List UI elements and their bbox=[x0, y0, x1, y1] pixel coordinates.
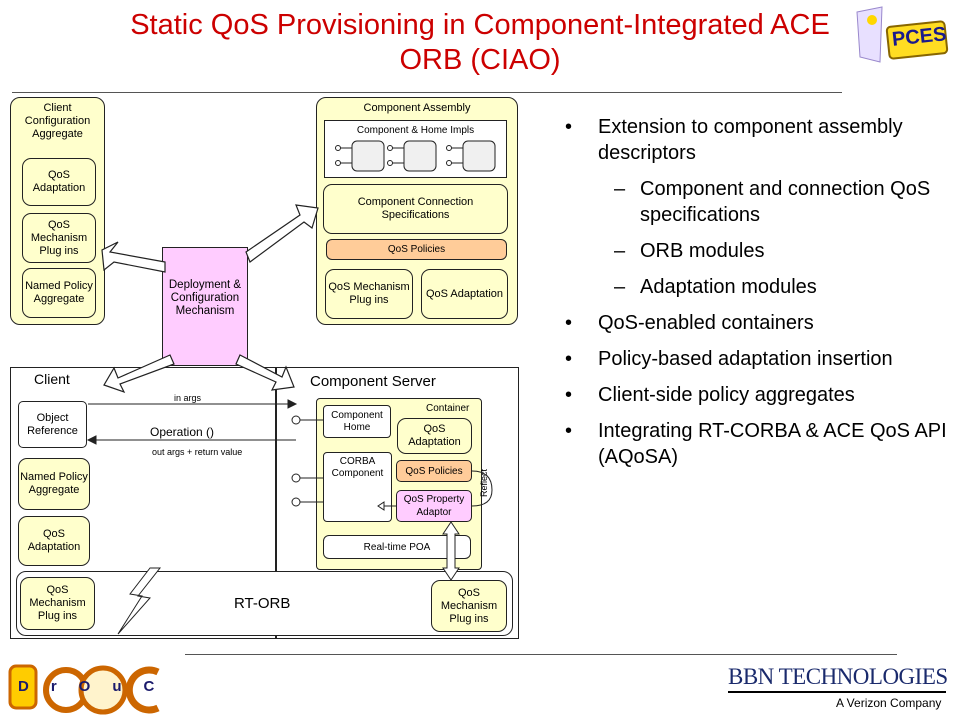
client-named-policy: Named Policy Aggregate bbox=[18, 458, 90, 510]
client-qos-mechanism: QoS Mechanism Plug ins bbox=[20, 577, 95, 630]
client-config-named-policy: Named Policy Aggregate bbox=[22, 268, 96, 318]
bullet-list: •Extension to component assembly descrip… bbox=[562, 114, 952, 480]
sub-bullet-text: Adaptation modules bbox=[640, 276, 817, 298]
slide-title: Static QoS Provisioning in Component-Int… bbox=[130, 9, 830, 76]
out-args-label: out args + return value bbox=[152, 447, 243, 457]
port-home bbox=[291, 415, 301, 425]
component-home-box: Component Home bbox=[323, 405, 391, 438]
verizon-tagline: A Verizon Company bbox=[836, 696, 942, 710]
sub-bullet-item: –Adaptation modules bbox=[614, 276, 817, 298]
client-qos-adaptation: QoS Adaptation bbox=[18, 516, 90, 566]
operation-label: Operation () bbox=[150, 425, 215, 439]
server-qos-adaptation: QoS Adaptation bbox=[397, 418, 472, 454]
real-time-poa-box: Real-time POA bbox=[323, 535, 471, 559]
in-args-label: in args bbox=[174, 393, 202, 403]
bullet-text: Policy-based adaptation insertion bbox=[598, 348, 893, 370]
sub-bullet-text: ORB modules bbox=[640, 240, 765, 262]
adaptor-mechanism-arrow bbox=[442, 521, 460, 581]
sub-bullet-item: –Component and connection QoS specificat… bbox=[614, 178, 931, 226]
arrow-to-component-server bbox=[235, 354, 295, 391]
doc-group-logo: DrOuC bbox=[8, 660, 188, 716]
server-qos-policies: QoS Policies bbox=[396, 460, 472, 482]
doc-logo-graphic bbox=[8, 664, 160, 715]
pces-logo-graphic bbox=[856, 6, 949, 63]
bullet-item: •QoS-enabled containers bbox=[565, 312, 814, 334]
bbn-logo: BBN TECHNOLOGIES bbox=[728, 664, 948, 689]
assembly-qos-adaptation: QoS Adaptation bbox=[421, 269, 508, 319]
port-component-1 bbox=[291, 473, 301, 483]
arrow-to-client-config bbox=[101, 241, 166, 273]
bullet-item: •Client-side policy aggregates bbox=[565, 384, 855, 406]
port-component-2 bbox=[291, 497, 301, 507]
bullet-text: Client-side policy aggregates bbox=[598, 384, 855, 406]
assembly-qos-mechanism: QoS Mechanism Plug ins bbox=[325, 269, 413, 319]
component-assembly-title: Component Assembly bbox=[363, 102, 471, 114]
assembly-qos-policies: QoS Policies bbox=[326, 239, 507, 260]
doc-logo-text: DrOuC bbox=[18, 678, 177, 695]
pces-logo: PCES bbox=[852, 2, 952, 72]
component-connection-specs: Component Connection Specifications bbox=[323, 184, 508, 234]
client-title: Client bbox=[34, 371, 70, 387]
sub-bullet-text: Component and connection QoS specificati… bbox=[640, 178, 931, 226]
footer-rule bbox=[185, 654, 897, 655]
bullet-text: Extension to component assembly descript… bbox=[598, 116, 903, 164]
object-reference-box: Object Reference bbox=[18, 401, 87, 448]
client-config-qos-adaptation: QoS Adaptation bbox=[22, 158, 96, 206]
sub-bullet-item: –ORB modules bbox=[614, 240, 765, 262]
qos-property-adaptor: QoS Property Adaptor bbox=[396, 490, 472, 522]
bullet-item: •Extension to component assembly descrip… bbox=[565, 116, 903, 164]
impl-component-3 bbox=[462, 140, 496, 172]
corba-component-box bbox=[323, 452, 392, 522]
client-config-qos-mechanism: QoS Mechanism Plug ins bbox=[22, 213, 96, 263]
server-qos-mechanism: QoS Mechanism Plug ins bbox=[431, 580, 507, 632]
client-config-title: Client Configuration Aggregate bbox=[24, 102, 91, 140]
arrow-to-component-assembly bbox=[245, 204, 319, 263]
component-home-impls-label: Component & Home Impls bbox=[356, 125, 475, 136]
deployment-mechanism-label: Deployment & Configuration Mechanism bbox=[168, 279, 242, 317]
bullet-text: Integrating RT-CORBA & ACE QoS API (AQoS… bbox=[598, 420, 947, 468]
impl-component-2 bbox=[403, 140, 437, 172]
bullet-item: •Integrating RT-CORBA & ACE QoS API (AQo… bbox=[565, 420, 947, 468]
deployment-mechanism bbox=[162, 247, 248, 366]
lightning-bolt bbox=[117, 567, 162, 635]
bullet-text: QoS-enabled containers bbox=[598, 312, 814, 334]
header-rule bbox=[12, 92, 842, 93]
rt-orb-band bbox=[16, 571, 513, 636]
container-label: Container bbox=[426, 403, 470, 414]
impl-component-1 bbox=[351, 140, 385, 172]
bullet-item: •Policy-based adaptation insertion bbox=[565, 348, 893, 370]
component-server-title: Component Server bbox=[310, 373, 436, 390]
bbn-underline bbox=[728, 691, 946, 693]
corba-component-label: CORBA Component bbox=[331, 456, 384, 479]
rt-orb-label: RT-ORB bbox=[234, 595, 291, 612]
arrow-to-client bbox=[103, 354, 175, 394]
